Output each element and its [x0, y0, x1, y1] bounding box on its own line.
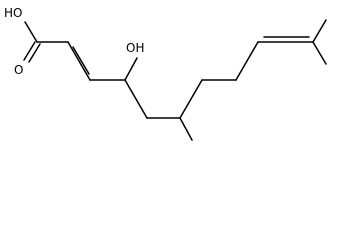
atom-label-carbonyl-o: O	[14, 63, 23, 77]
atom-labels: HO O OH	[4, 6, 144, 77]
bond-c8-c9	[235, 41, 259, 81]
bond-c1-o-double-a	[23, 41, 36, 61]
bond-c4-oh	[124, 57, 138, 81]
bond-c10-me-down	[312, 41, 327, 65]
bond-c10-me-up	[312, 19, 327, 43]
molecule-structure: HO O OH	[4, 6, 327, 141]
bond-c6-c7	[179, 79, 203, 119]
atom-label-hydroxyl: OH	[126, 41, 144, 55]
bond-c4-c5	[124, 79, 148, 119]
atom-label-acid-oh: HO	[4, 6, 22, 20]
bond-c6-methyl	[179, 117, 193, 141]
bond-c2-c3-inner	[72, 46, 90, 75]
bond-layer	[23, 19, 327, 141]
bond-c1-o-double-b	[28, 43, 41, 63]
bond-c1-oh	[24, 21, 38, 43]
structure-canvas: HO O OH	[4, 6, 327, 141]
bond-c2-c3	[67, 41, 91, 81]
